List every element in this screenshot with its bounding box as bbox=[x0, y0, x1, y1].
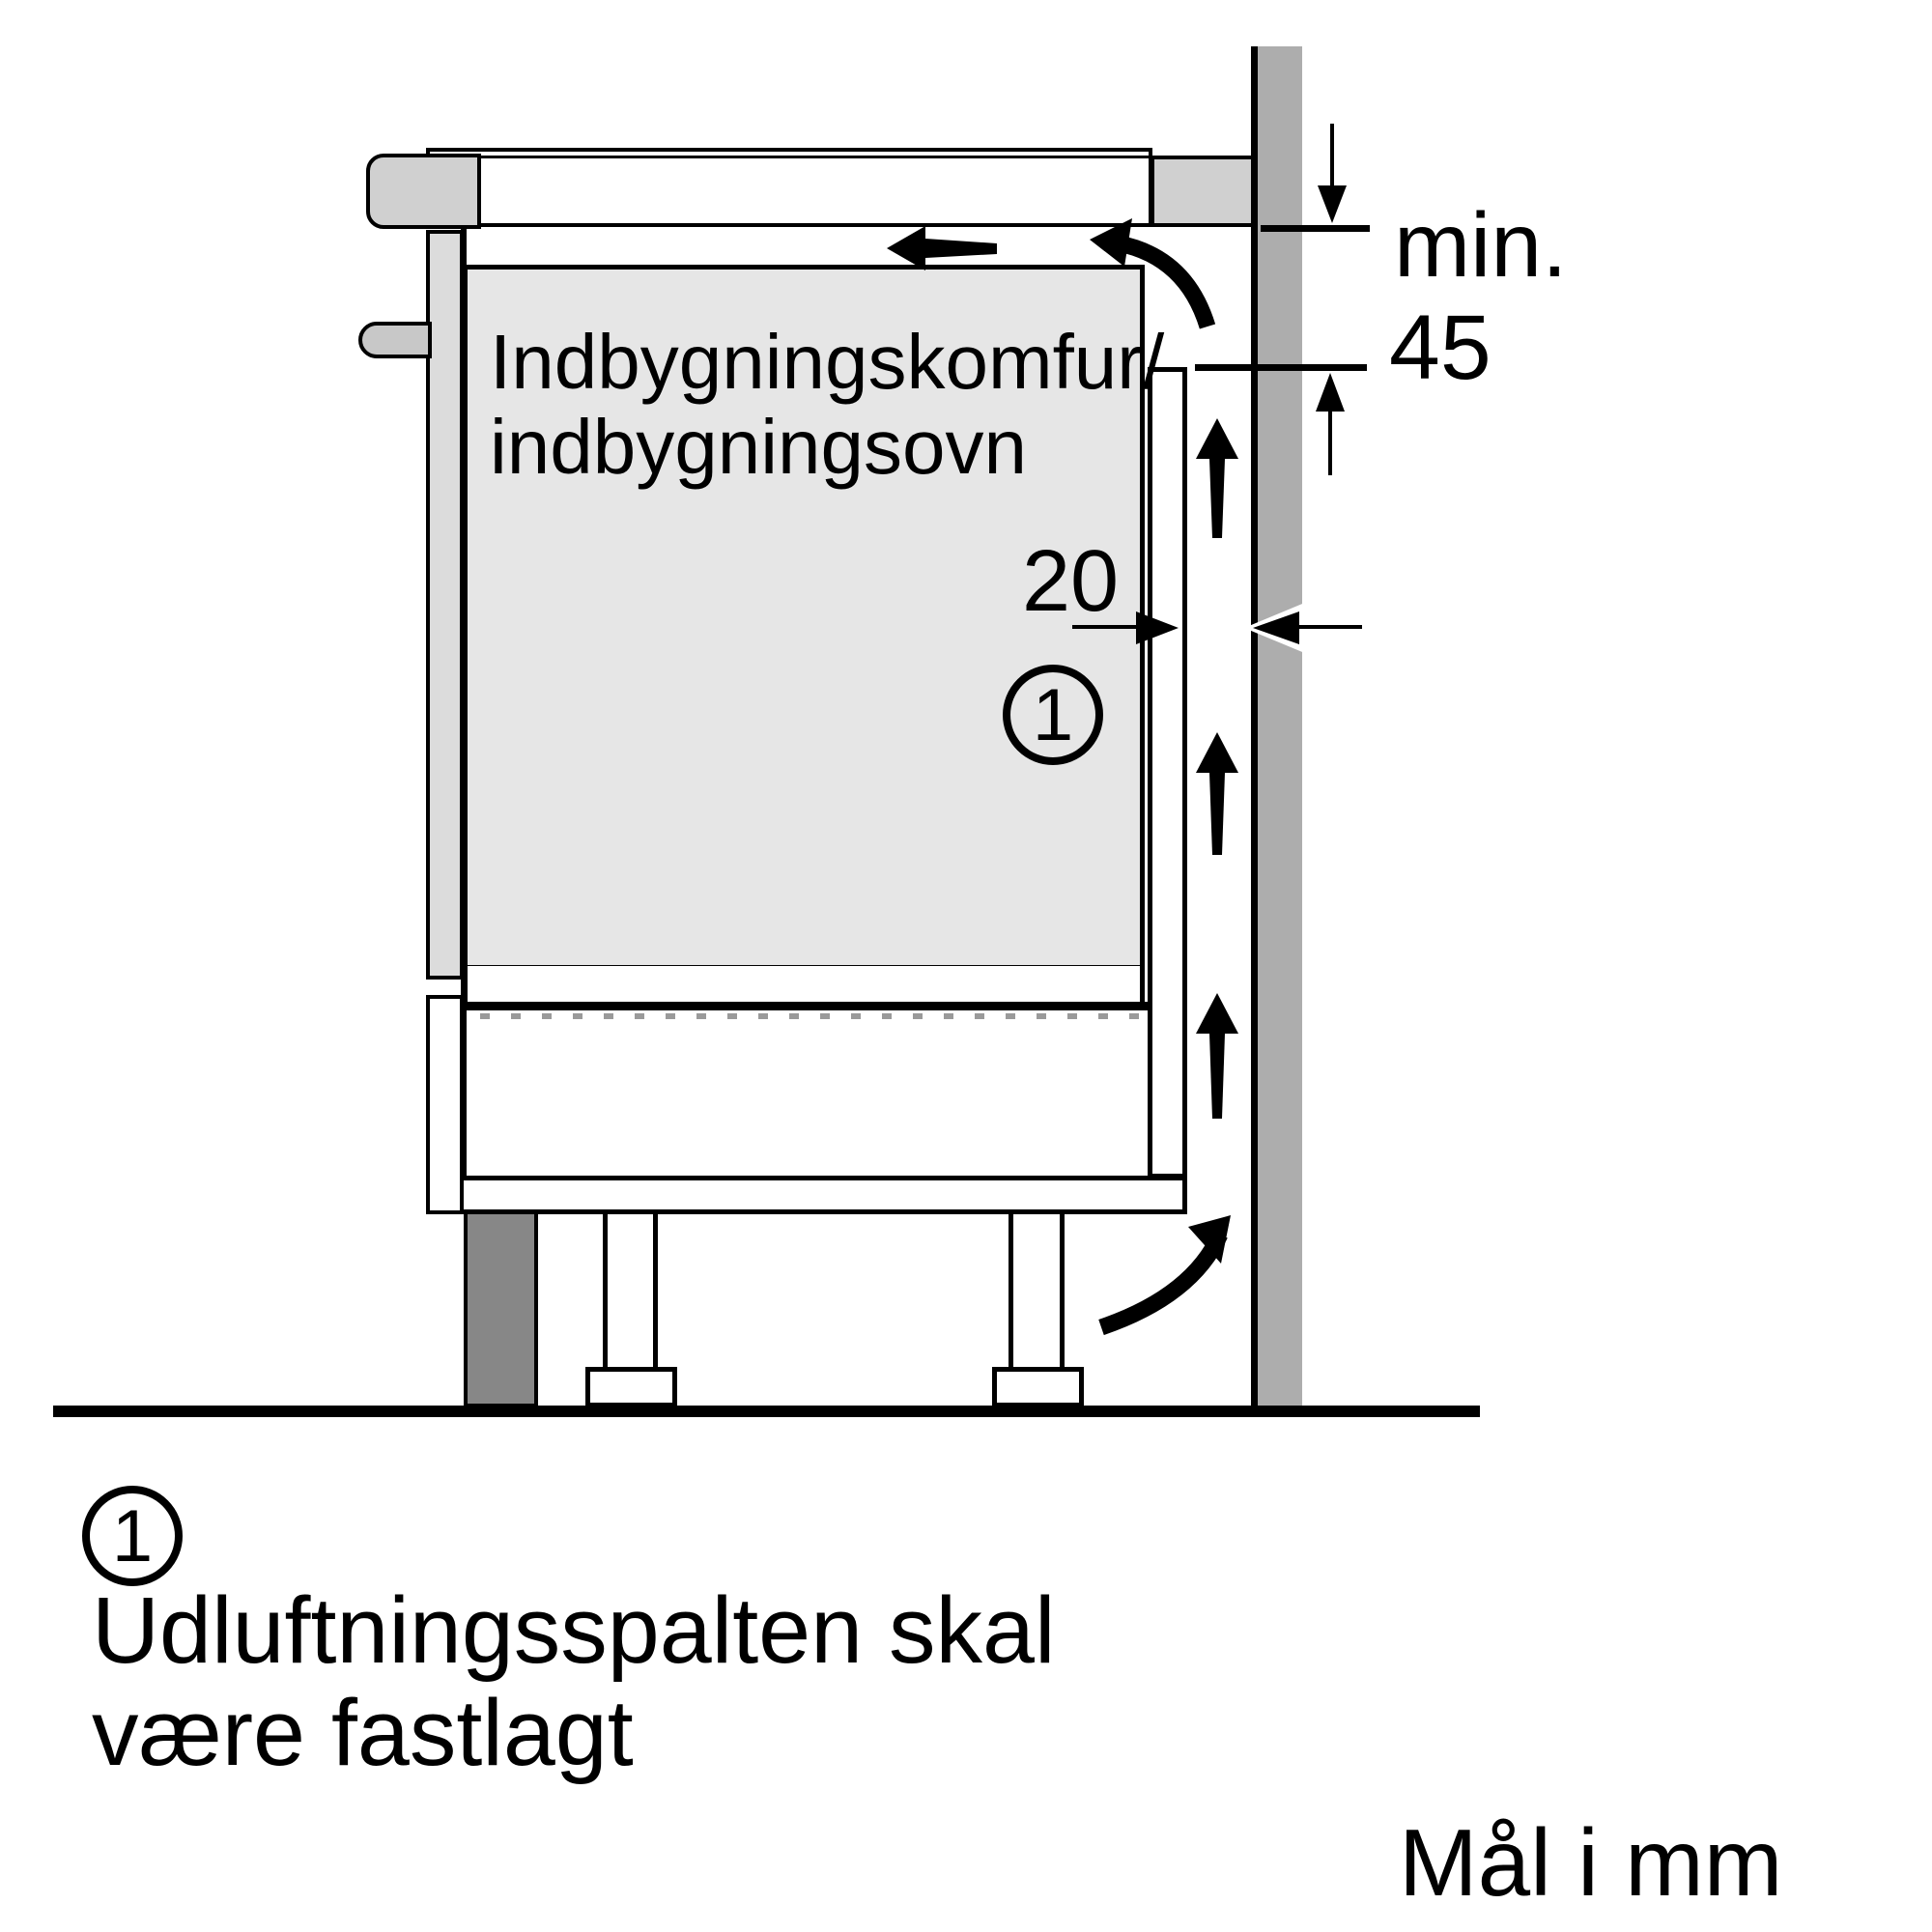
worktop-slab bbox=[426, 148, 1152, 227]
airflow-up-arrow-3 bbox=[1196, 993, 1238, 1119]
left-foot-leg bbox=[603, 1214, 658, 1372]
dim45-down-arrow bbox=[1318, 124, 1347, 223]
wall-batten bbox=[1151, 156, 1255, 227]
airflow-curve-top-arrow bbox=[1090, 218, 1216, 329]
dim45-value: 45 bbox=[1389, 297, 1492, 399]
callout-1-number: 1 bbox=[1032, 673, 1074, 756]
airflow-up-arrow-1 bbox=[1196, 418, 1238, 538]
dim45-upper-tick bbox=[1261, 225, 1370, 232]
vent-dotted-line bbox=[480, 1013, 1143, 1019]
plinth-recess-block bbox=[464, 1214, 538, 1407]
legend-note-line1: Udluftningsspalten skal bbox=[92, 1577, 1056, 1683]
control-knob bbox=[358, 322, 432, 358]
dim45-prefix: min. bbox=[1394, 194, 1568, 297]
appliance-label-line1: Indbygningskomfur/ bbox=[490, 319, 1165, 405]
units-label: Mål i mm bbox=[1399, 1809, 1783, 1916]
cabinet-rear-panel bbox=[1148, 367, 1187, 1179]
callout-1-legend-number: 1 bbox=[111, 1494, 154, 1577]
dim45-up-arrow bbox=[1316, 373, 1345, 475]
airflow-curve-bottom-arrow bbox=[1098, 1215, 1231, 1336]
callout-1-marker: 1 bbox=[1003, 665, 1103, 765]
airflow-up-arrow-2 bbox=[1196, 732, 1238, 855]
dim20-left-arrow bbox=[1244, 602, 1362, 654]
hob-cross-section bbox=[366, 154, 481, 229]
left-foot-base bbox=[585, 1367, 677, 1407]
legend-note-line2: være fastlagt bbox=[92, 1680, 634, 1785]
cabinet-bottom-band bbox=[462, 1176, 1187, 1214]
dim45-lower-tick bbox=[1195, 364, 1367, 371]
dim20-right-arrow bbox=[1072, 611, 1179, 644]
dim20-value: 20 bbox=[1022, 533, 1120, 630]
appliance-label-line2: indbygningsovn bbox=[490, 404, 1027, 490]
airflow-left-arrow bbox=[887, 226, 997, 270]
oven-bottom-strip bbox=[463, 966, 1145, 1005]
callout-1-legend-marker: 1 bbox=[82, 1486, 183, 1586]
right-foot-leg bbox=[1009, 1214, 1065, 1372]
legend-note: Udluftningsspalten skal være fastlagt bbox=[92, 1579, 1056, 1784]
appliance-label: Indbygningskomfur/ indbygningsovn bbox=[490, 319, 1165, 490]
worktop-surface-line bbox=[450, 156, 1181, 158]
left-plinth-side bbox=[426, 995, 464, 1214]
wall-surface-line bbox=[1251, 46, 1258, 1406]
floor-line bbox=[53, 1406, 1480, 1417]
wall-cross-section bbox=[1258, 46, 1302, 1406]
right-foot-base bbox=[992, 1367, 1084, 1407]
cabinet-shelf-line bbox=[463, 1002, 1150, 1010]
